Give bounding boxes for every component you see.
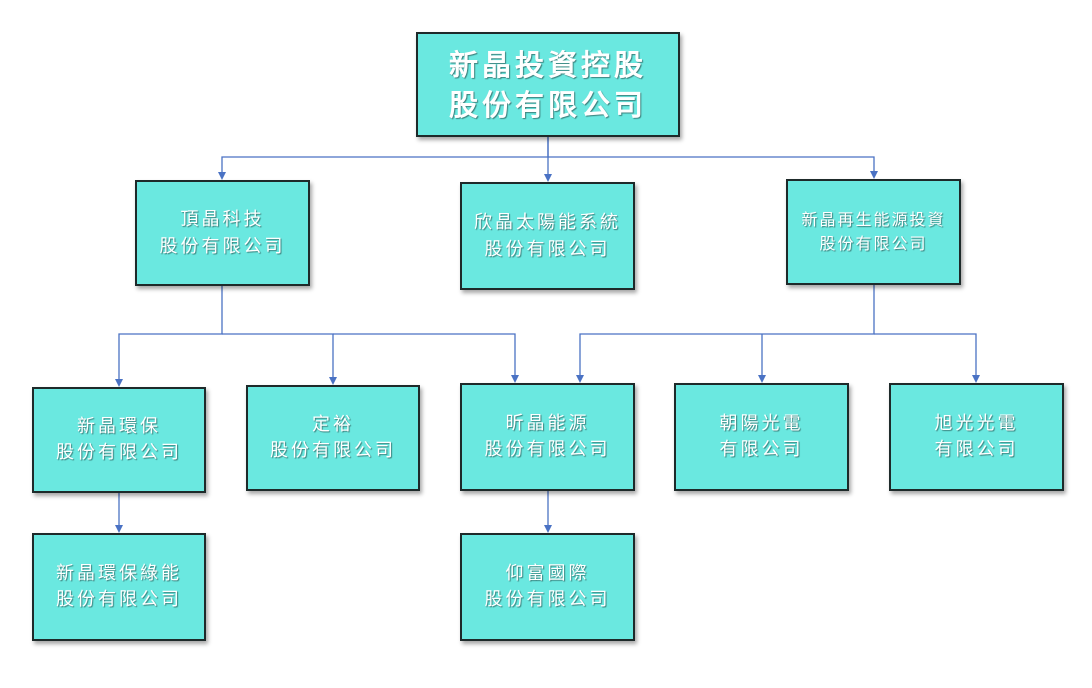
org-node-xuguang: 旭光光電 有限公司 xyxy=(889,383,1064,491)
node-company-type: 股份有限公司 xyxy=(484,589,611,610)
node-name: 新晶投資控股 xyxy=(448,47,647,82)
connector-dingjing-to-eco xyxy=(115,286,223,387)
node-name: 新晶環保 xyxy=(77,416,161,437)
connector-dingjing-to-xinjing-energy xyxy=(333,333,519,383)
node-name: 旭光光電 xyxy=(934,413,1019,434)
org-node-xinjing-solar: 欣晶太陽能系統 股份有限公司 xyxy=(460,182,635,290)
org-node-chaoyang: 朝陽光電 有限公司 xyxy=(674,383,849,491)
node-name: 欣晶太陽能系統 xyxy=(474,212,621,233)
node-company-type: 股份有限公司 xyxy=(819,234,928,253)
node-name: 仰富國際 xyxy=(505,563,590,584)
node-company-type: 股份有限公司 xyxy=(56,442,182,463)
org-node-eco: 新晶環保 股份有限公司 xyxy=(32,387,206,493)
node-name: 朝陽光電 xyxy=(719,413,804,434)
org-node-dingyu: 定裕 股份有限公司 xyxy=(246,385,420,491)
connector-renewable-to-xinjing-energy xyxy=(576,285,875,383)
node-company-type: 有限公司 xyxy=(934,439,1019,460)
node-company-type: 股份有限公司 xyxy=(484,239,611,260)
org-node-holding-company: 新晶投資控股 股份有限公司 xyxy=(416,32,680,137)
org-node-renewable: 新晶再生能源投資 股份有限公司 xyxy=(786,179,961,285)
node-name: 新晶再生能源投資 xyxy=(801,210,946,229)
node-name: 定裕 xyxy=(312,414,354,435)
org-node-xinjing-energy: 昕晶能源 股份有限公司 xyxy=(460,383,635,491)
node-name: 頂晶科技 xyxy=(180,209,265,230)
org-node-yangfu: 仰富國際 股份有限公司 xyxy=(460,533,635,641)
connector-root-to-renewable xyxy=(548,156,878,179)
node-company-type: 股份有限公司 xyxy=(270,440,396,461)
node-name: 昕晶能源 xyxy=(505,413,590,434)
connector-dingjing-to-dingyu xyxy=(222,333,337,385)
connector-root-to-dingjing xyxy=(218,137,549,180)
connector-renewable-to-xuguang xyxy=(874,333,980,383)
org-node-eco-green: 新晶環保綠能 股份有限公司 xyxy=(32,533,206,641)
org-node-dingjing: 頂晶科技 股份有限公司 xyxy=(135,180,310,286)
node-name: 新晶環保綠能 xyxy=(56,563,182,584)
node-company-type: 股份有限公司 xyxy=(484,439,611,460)
node-company-type: 有限公司 xyxy=(719,439,804,460)
node-company-type: 股份有限公司 xyxy=(448,87,647,122)
node-company-type: 股份有限公司 xyxy=(159,236,286,257)
node-company-type: 股份有限公司 xyxy=(56,589,182,610)
